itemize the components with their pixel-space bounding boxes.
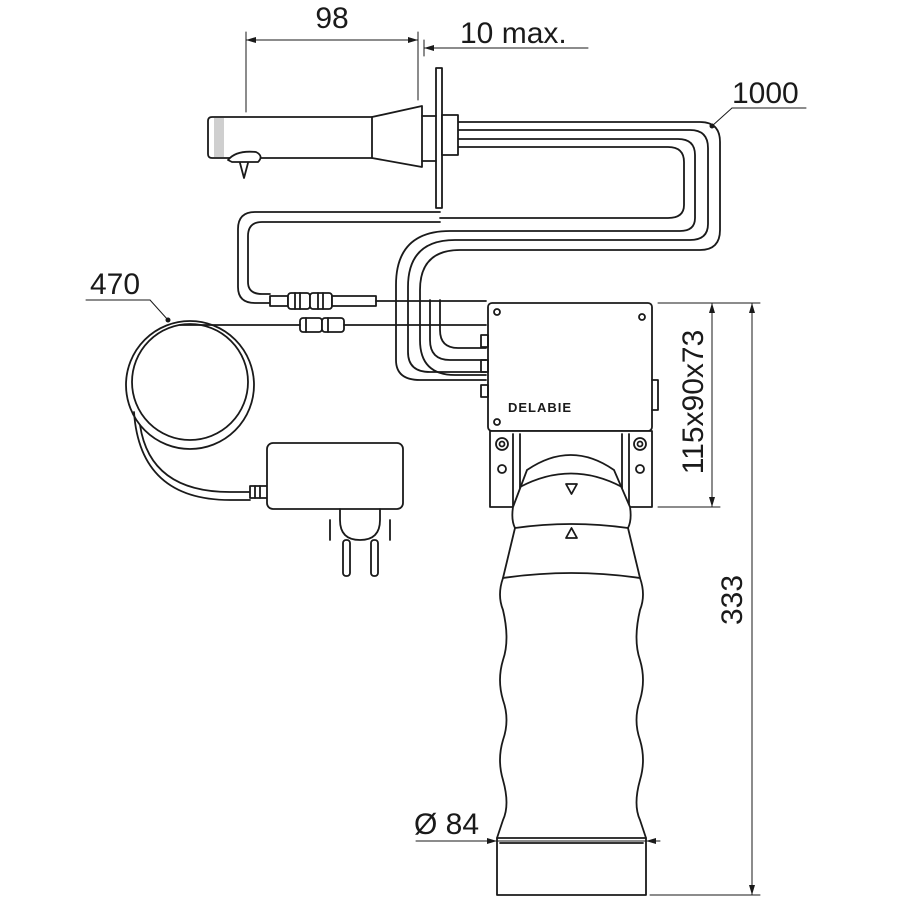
- dimension-label-box-size: 115x90x73: [677, 330, 710, 475]
- power-cable-coil: [125, 320, 255, 501]
- cable-connector-bottom: [179, 317, 487, 333]
- power-adapter: [249, 442, 404, 577]
- wall-plate: [435, 67, 459, 209]
- dimension-lines: [85, 31, 807, 896]
- brand-logo-label: DELABIE: [508, 400, 572, 415]
- sensor-cable: [237, 211, 441, 304]
- dimension-label-cable-length: 470: [90, 268, 140, 301]
- mixer-spout: [207, 105, 437, 179]
- dimension-label-spout-length: 98: [315, 2, 348, 35]
- cable-connector-top: [269, 292, 487, 310]
- dimension-label-wall-thickness: 10 max.: [460, 17, 567, 50]
- flexible-hoses: [395, 121, 721, 381]
- battery-cartridge: [496, 454, 647, 896]
- dimension-arrows: [165, 37, 755, 895]
- electronic-control-box: [480, 302, 659, 432]
- dimension-label-diameter: Ø 84: [414, 808, 479, 841]
- dimension-label-total-height: 333: [716, 575, 749, 625]
- dimension-label-hose-length: 1000: [732, 77, 799, 110]
